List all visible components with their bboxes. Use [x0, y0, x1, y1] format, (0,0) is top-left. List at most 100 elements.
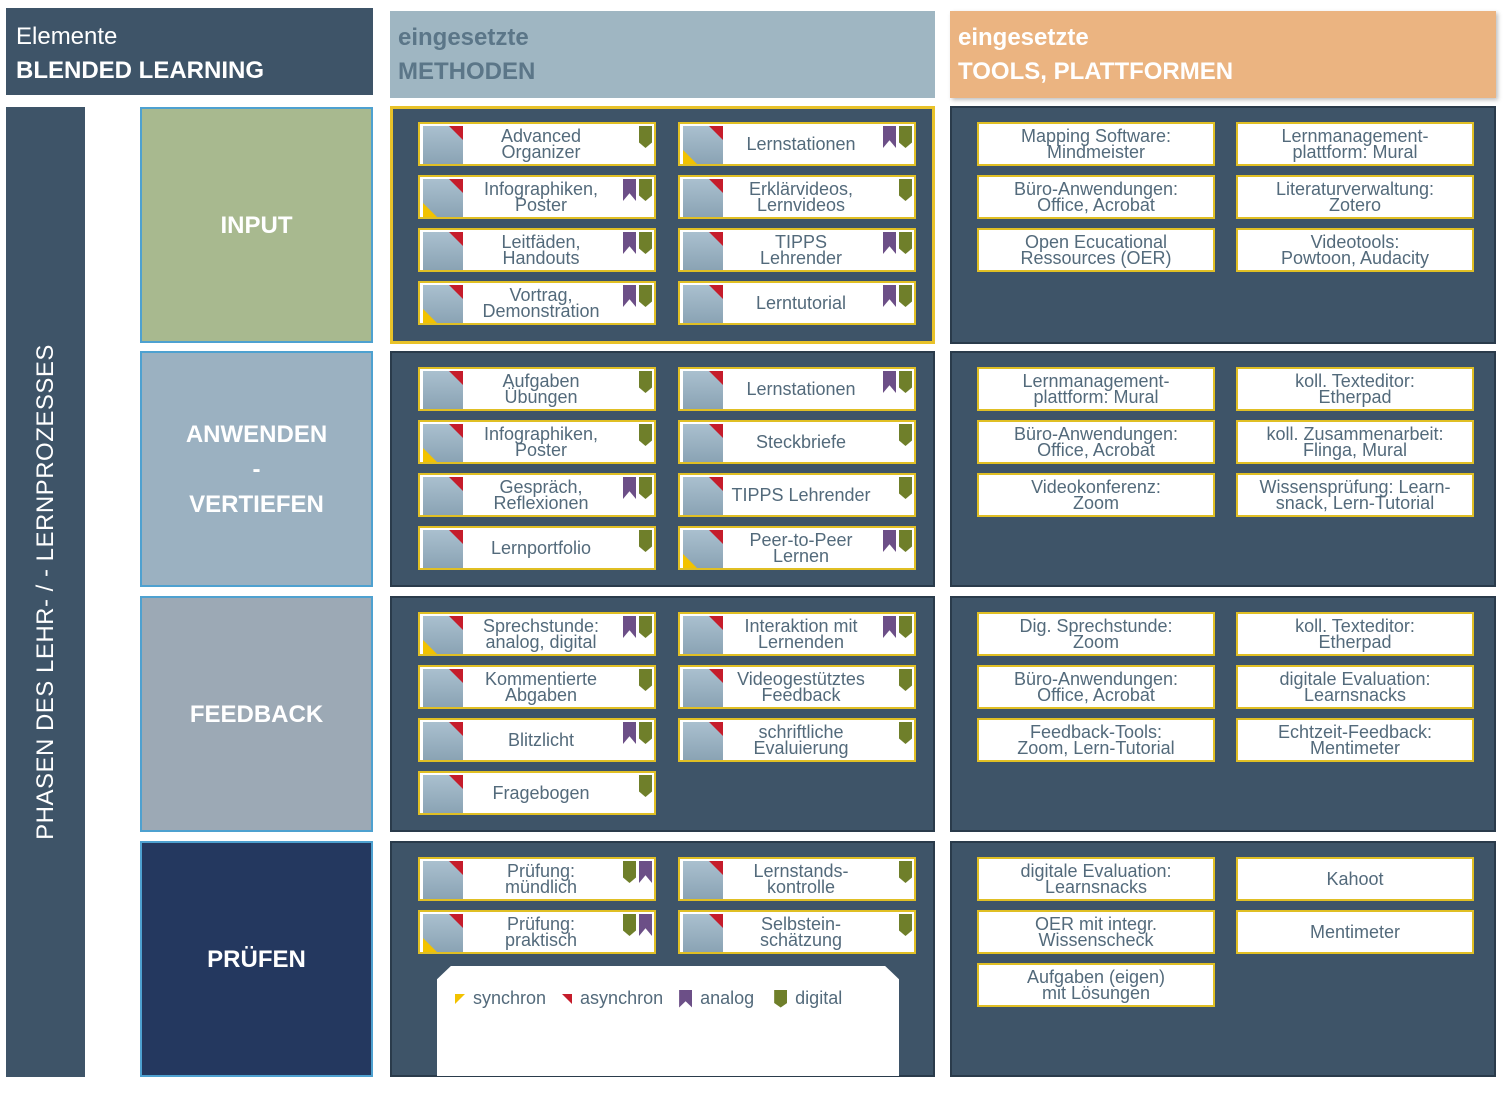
method-flags — [899, 424, 912, 448]
analog-flag-icon — [623, 477, 636, 499]
header-methods-line1: eingesetzte — [398, 24, 529, 51]
digital-flag-icon — [639, 616, 652, 638]
asynchron-marker-icon — [449, 371, 463, 385]
method-label-line1: Erklärvideos, — [748, 179, 854, 199]
method-card: Prüfung:mündlich — [418, 857, 656, 901]
tool-card: Mapping Software:Mindmeister — [977, 122, 1215, 166]
tool-card: Mentimeter — [1236, 910, 1474, 954]
digital-flag-icon — [899, 371, 912, 393]
tool-label-line2: Powtoon, Audacity — [1280, 248, 1430, 268]
legend-analog: analog — [700, 988, 755, 1008]
method-thumbnail-icon — [423, 285, 463, 323]
method-label-line1: Vortrag, — [509, 285, 573, 305]
method-flags — [899, 477, 912, 501]
synchron-marker-icon — [423, 203, 437, 217]
tool-label-line2: Mindmeister — [1046, 142, 1146, 162]
method-label-line1: Sprechstunde: — [482, 616, 600, 636]
method-label-line1: Interaktion mit — [744, 616, 858, 636]
method-thumbnail-icon — [423, 861, 463, 899]
tool-label-line1: Mapping Software: — [1020, 126, 1172, 146]
method-thumbnail-icon — [683, 179, 723, 217]
asynchron-marker-icon — [449, 775, 463, 789]
method-label-line1: Infographiken, — [483, 179, 599, 199]
asynchron-marker-icon — [709, 232, 723, 246]
method-label-line1: Prüfung: — [506, 861, 576, 881]
tool-label-line2: Zotero — [1328, 195, 1382, 215]
method-card: Fragebogen — [418, 771, 656, 815]
header-tools: eingesetzte TOOLS, PLATTFORMEN — [950, 11, 1496, 98]
method-label-line1: Lernstationen — [746, 134, 856, 154]
method-label-line1: Lernstationen — [746, 379, 856, 399]
method-label-line2: Evaluierung — [753, 738, 849, 758]
method-label-line2: Übungen — [504, 387, 578, 407]
method-label-line1: TIPPS Lehrender — [731, 485, 871, 505]
method-thumbnail-icon — [423, 371, 463, 409]
method-label: TIPPS Lehrender — [724, 475, 878, 515]
phase-anwenden-dash: - — [252, 455, 261, 483]
method-label-line2: kontrolle — [766, 877, 836, 897]
digital-flag-icon — [623, 914, 636, 936]
method-flags — [899, 914, 912, 938]
tool-label-line2: Learnsnacks — [1303, 685, 1407, 705]
method-label-line1: Infographiken, — [483, 424, 599, 444]
digital-flag-icon — [899, 285, 912, 307]
digital-flag-icon — [639, 126, 652, 148]
tool-card: Aufgaben (eigen)mit Lösungen — [977, 963, 1215, 1007]
header-methods-line2: METHODEN — [398, 58, 536, 85]
digital-flag-icon — [639, 179, 652, 201]
phase-input: INPUT — [140, 107, 373, 343]
tool-label-line1: koll. Zusammenarbeit: — [1266, 424, 1444, 444]
tool-label-line1: digitale Evaluation: — [1020, 861, 1172, 881]
method-flags — [639, 424, 652, 448]
tool-label-line2: Office, Acrobat — [1037, 440, 1155, 460]
method-thumbnail-icon — [683, 424, 723, 462]
tool-label-line2: plattform: Mural — [1292, 142, 1418, 162]
method-flags — [883, 126, 912, 150]
method-label: Fragebogen — [464, 773, 618, 813]
tool-label-line1: Mentimeter — [1309, 922, 1401, 942]
tool-label-line1: Videotools: — [1310, 232, 1400, 252]
method-label-line2: Poster — [514, 440, 568, 460]
tool-card: OER mit integr.Wissenscheck — [977, 910, 1215, 954]
method-label-line1: schriftliche — [758, 722, 844, 742]
digital-flag-icon — [899, 530, 912, 552]
phase-input-title: INPUT — [220, 211, 293, 239]
analog-flag-icon — [623, 285, 636, 307]
tool-card: Echtzeit-Feedback:Mentimeter — [1236, 718, 1474, 762]
digital-flag-icon — [623, 861, 636, 883]
digital-flag-icon — [639, 371, 652, 393]
method-flags — [639, 530, 652, 554]
method-flags — [899, 861, 912, 885]
tool-card: Lernmanagement-plattform: Mural — [1236, 122, 1474, 166]
method-label-line2: Demonstration — [482, 301, 600, 321]
method-label-line2: Handouts — [502, 248, 580, 268]
method-thumbnail-icon — [683, 126, 723, 164]
phase-feedback: FEEDBACK — [140, 596, 373, 832]
tool-label-line1: Dig. Sprechstunde: — [1019, 616, 1173, 636]
tool-label-line2: Office, Acrobat — [1037, 685, 1155, 705]
asynchron-marker-icon — [449, 232, 463, 246]
phases-bar: PHASEN DES LEHR- / - LERNPROZESSES — [6, 107, 85, 1077]
phase-vertiefen-title: VERTIEFEN — [189, 490, 324, 518]
tool-card: Dig. Sprechstunde:Zoom — [977, 612, 1215, 656]
digital-flag-icon — [639, 285, 652, 307]
method-label-line2: praktisch — [504, 930, 578, 950]
method-flags — [883, 616, 912, 640]
tool-label-line1: Feedback-Tools: — [1029, 722, 1163, 742]
method-thumbnail-icon — [423, 530, 463, 568]
tool-label-line2: Ressources (OER) — [1020, 248, 1172, 268]
tool-label-line1: Kahoot — [1326, 869, 1384, 889]
tool-label-line2: Etherpad — [1318, 387, 1392, 407]
method-flags — [883, 232, 912, 256]
digital-flag-icon — [639, 232, 652, 254]
asynchron-marker-icon — [709, 722, 723, 736]
phase-feedback-title: FEEDBACK — [189, 700, 324, 728]
method-flags — [639, 775, 652, 799]
tool-label-line2: Zoom — [1072, 493, 1119, 513]
method-label-line2: Reflexionen — [493, 493, 589, 513]
synchron-marker-icon — [683, 554, 697, 568]
